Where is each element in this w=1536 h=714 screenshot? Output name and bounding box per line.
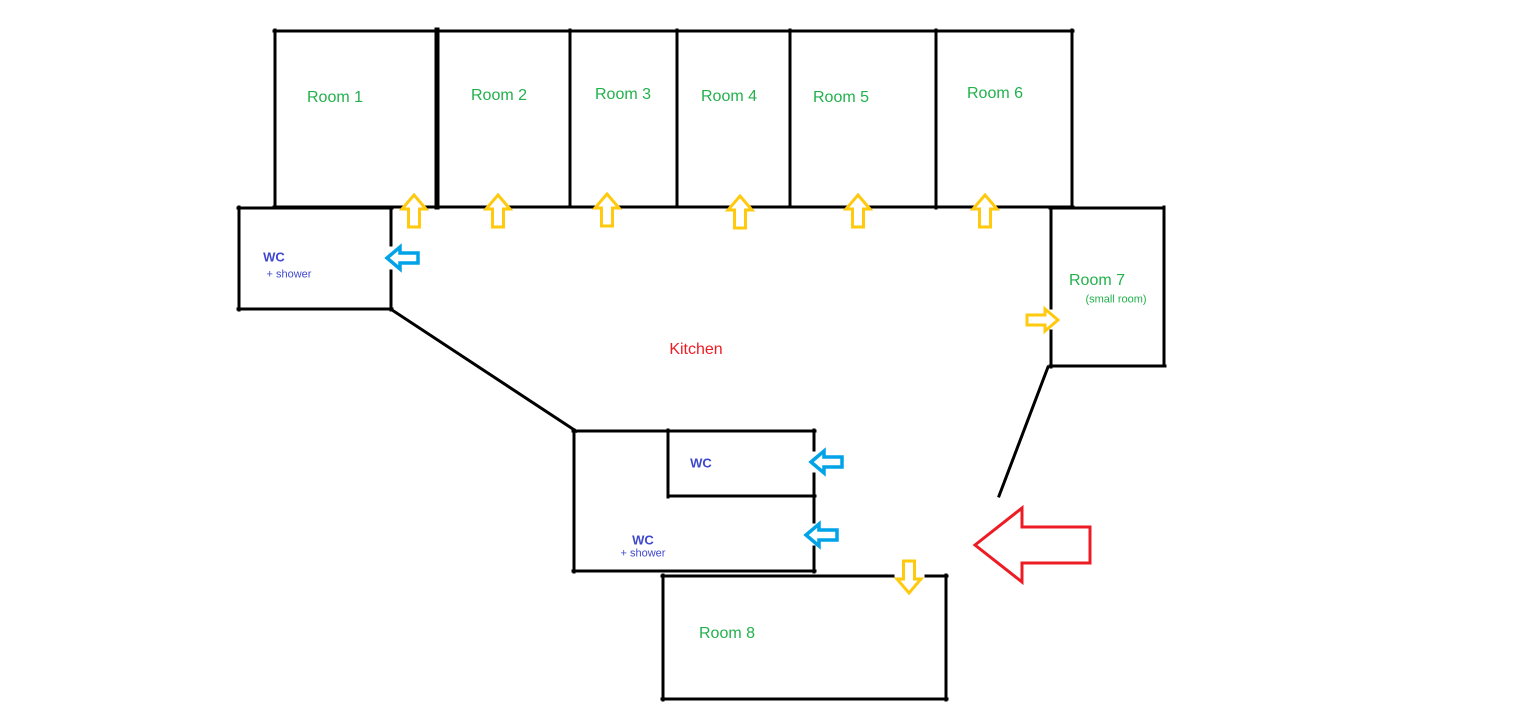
room-7-walls [1048,205,1167,369]
room-7-door-arrow-icon [1025,307,1060,333]
wc-shower-door-arrow-icon [804,522,839,548]
kitchen-label: Kitchen [669,341,723,358]
room-1-door-arrow-icon [400,193,428,229]
room-8-door-arrow-icon [895,559,923,595]
room-3-label: Room 3 [594,86,652,103]
room-6-label: Room 6 [966,85,1024,102]
wc-middle-walls [571,428,817,574]
room-8-label: Room 8 [698,625,756,642]
room-2-label: Room 2 [470,87,528,104]
room-8-walls [660,573,949,702]
room-1-label: Room 1 [306,89,364,106]
room-7-label: Room 7 [1068,272,1126,289]
room-5-label: Room 5 [812,89,870,106]
room-4-label: Room 4 [700,88,758,105]
room-dividers [568,28,938,210]
kitchen-diagonal-wall-right [997,365,1050,498]
wc-left-walls [236,205,394,312]
room-5-door-arrow-icon [844,193,872,229]
wc-left-door-arrow-icon [385,245,420,271]
wc-left-label: WC [263,249,285,265]
wc-shower-label: WC [632,532,654,548]
wc-middle-door-arrow-icon [809,449,844,475]
wc-left-sublabel: + shower [266,268,312,281]
rooms-1-6-walls [272,28,1075,210]
kitchen-diagonal-wall-left [389,307,579,434]
wc-shower-sublabel: + shower [620,547,666,560]
wc-middle-label: WC [690,455,712,471]
entrance-arrow-icon [972,504,1092,586]
room-7-sublabel: (small room) [1085,293,1147,306]
room-3-door-arrow-icon [593,192,621,228]
room-4-door-arrow-icon [726,194,754,230]
room-6-door-arrow-icon [971,193,999,229]
room-2-door-arrow-icon [484,193,512,229]
